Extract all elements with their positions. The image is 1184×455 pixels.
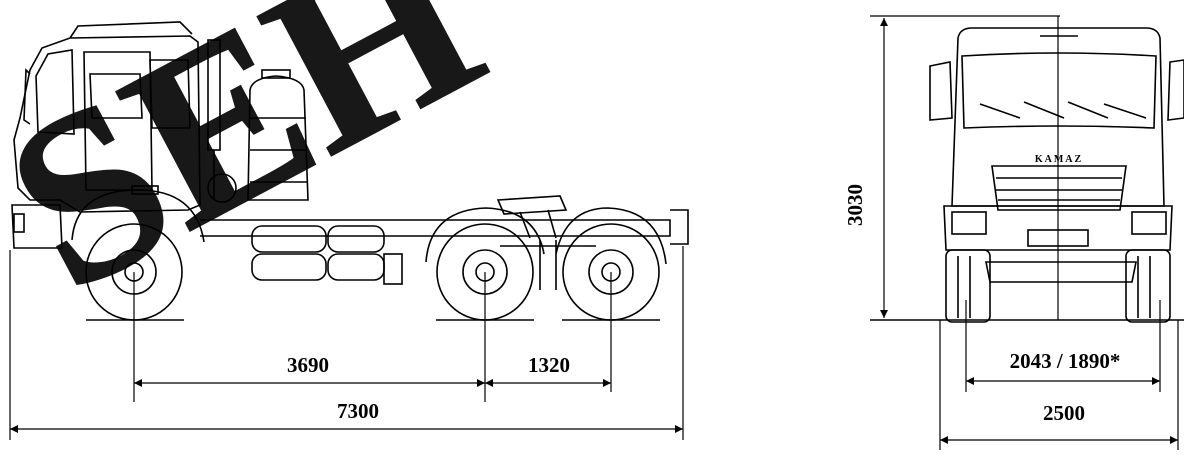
frame-rear-end	[670, 209, 689, 245]
front-wheel-left	[945, 249, 991, 323]
dim-label-1320: 1320	[528, 353, 570, 377]
headlight	[13, 213, 25, 233]
dim-label-2043: 2043 / 1890*	[1010, 349, 1121, 373]
front-view-dimensions	[870, 15, 1179, 450]
front-mirror-left	[929, 61, 953, 121]
wiper-arms	[979, 101, 1147, 119]
headlight-left	[951, 211, 987, 235]
dim-label-3030: 3030	[843, 184, 867, 226]
front-bumper	[11, 204, 63, 249]
cab-outline	[13, 35, 201, 213]
mirror-arm	[23, 68, 31, 125]
rear-suspension	[500, 240, 596, 290]
gas-cylinder-2	[251, 253, 327, 281]
gas-cylinder-1	[251, 225, 327, 253]
gas-cylinder-4	[327, 253, 385, 281]
headlight-right	[1131, 211, 1167, 235]
front-axle	[985, 261, 1137, 283]
dim-label-7300: 7300	[337, 399, 379, 423]
front-windshield	[961, 52, 1157, 129]
dim-label-3690: 3690	[287, 353, 329, 377]
rear-mudguard-2	[555, 207, 667, 265]
front-cab-outline	[951, 27, 1165, 207]
fifth-wheel-mount	[519, 209, 557, 239]
side-view-dimensions	[9, 246, 684, 440]
cab-roof-spoiler	[69, 21, 193, 39]
battery-box	[383, 253, 403, 285]
aux-tank	[207, 173, 237, 203]
front-view-truck	[870, 27, 1184, 323]
front-wheel-right	[1125, 249, 1171, 323]
tower-bands	[250, 117, 308, 183]
front-mirror-right	[1167, 59, 1184, 121]
rear-mudguard-1	[425, 207, 545, 263]
watermark: SEH	[0, 0, 517, 341]
front-bumper-view	[943, 205, 1173, 251]
cab-side-window	[89, 73, 143, 119]
grille	[991, 165, 1127, 211]
grille-slats	[996, 177, 1122, 201]
chassis-frame	[200, 219, 671, 237]
air-filter-cap	[261, 69, 291, 79]
gas-cylinder-3	[327, 225, 385, 253]
front-wheel-arch	[71, 189, 205, 243]
cab-door	[83, 51, 153, 191]
cab-windshield	[35, 49, 75, 135]
side-view-truck	[11, 21, 689, 321]
air-filter-tower	[247, 75, 309, 201]
dim-label-2500: 2500	[1043, 401, 1085, 425]
front-badge: KAMAZ	[1035, 154, 1083, 165]
